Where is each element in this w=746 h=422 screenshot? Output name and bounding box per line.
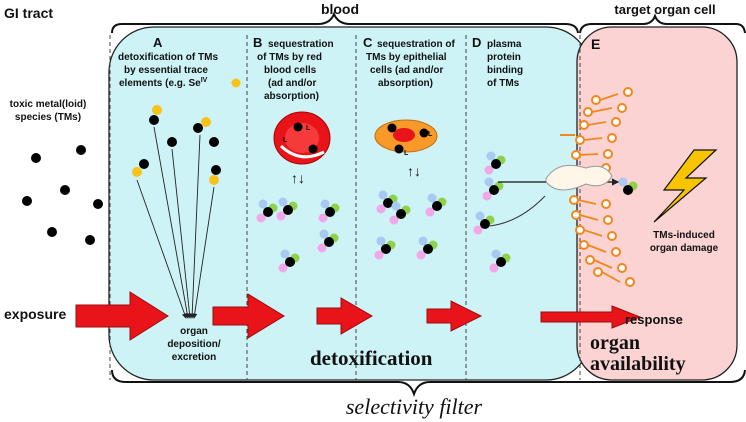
section-c-line4: absorption) — [378, 78, 433, 89]
svg-text:L: L — [404, 150, 409, 157]
section-c-line3: cells (ad and/or — [370, 65, 443, 76]
lightning-bolt-icon — [653, 149, 718, 223]
epithelial-exchange-arrows: ↑↓ — [407, 163, 421, 179]
selectivity-filter-label: selectivity filter — [346, 394, 483, 419]
section-a-line2: by essential trace — [124, 65, 208, 76]
se-symbol — [231, 78, 241, 88]
toxic-species-label-2: species (TMs) — [15, 112, 81, 123]
section-d-line1: plasma — [487, 39, 522, 50]
epithelial-cell — [374, 119, 438, 154]
section-c-line2: TMs by epithelial — [366, 52, 447, 63]
svg-text:L: L — [283, 137, 288, 144]
section-b-line1: sequestration — [268, 39, 334, 50]
section-b-line2: of TMs by red — [257, 52, 322, 63]
membrane-tails — [577, 93, 621, 283]
target-organ-compartment — [576, 26, 738, 381]
selectivity-brace — [111, 369, 746, 398]
damage-line1: TMs-induced — [653, 230, 715, 241]
section-d-line2: protein — [487, 52, 521, 63]
organ-availability-line1: organ — [590, 332, 640, 354]
section-d-line3: binding — [487, 65, 523, 76]
section-a-line1: detoxification of TMs — [118, 52, 218, 63]
response-label: response — [625, 312, 683, 327]
section-b-line5: absorption) — [264, 91, 319, 102]
target-organ-cell-label: target organ cell — [614, 2, 715, 17]
section-a-letter: A — [153, 35, 163, 50]
rbc-exchange-arrows: ↑↓ — [291, 170, 305, 186]
section-a-line3: elements (e.g. SeIV — [119, 77, 208, 89]
detoxification-label: detoxification — [310, 346, 433, 370]
damage-line2: organ damage — [650, 243, 719, 254]
toxic-species-label-1: toxic metal(loid) — [10, 99, 87, 110]
section-d-letter: D — [472, 35, 481, 50]
blood-brace — [111, 11, 579, 34]
flow-arrows — [75, 291, 642, 341]
organ-deposition-line2: deposition/ — [167, 339, 221, 350]
section-c-letter: C — [363, 35, 373, 50]
plasma-transfer-curve — [489, 195, 546, 227]
section-b-line3: blood cells — [264, 65, 317, 76]
gi-tract-label: GI tract — [4, 5, 53, 21]
section-c-line1: sequestration of — [377, 39, 455, 50]
section-b-letter: B — [253, 35, 262, 50]
svg-text:L: L — [306, 125, 311, 132]
organ-deposition-line1: organ — [180, 326, 208, 337]
section-e-letter: E — [591, 36, 600, 52]
exposure-label: exposure — [4, 306, 66, 322]
organ-brace — [579, 13, 746, 34]
organ-availability-line2: availability — [590, 353, 686, 375]
deposition-arrows — [136, 126, 215, 319]
section-d-line4: of TMs — [487, 78, 520, 89]
blood-label: blood — [321, 1, 359, 17]
section-b-line4: (ad and/or — [268, 78, 316, 89]
red-blood-cell — [273, 111, 331, 165]
toxic-metal-dots — [22, 145, 103, 245]
complex-clusters — [256, 151, 638, 273]
svg-text:L: L — [428, 131, 433, 138]
se-tm-complexes — [132, 105, 221, 185]
organ-deposition-line3: excretion — [172, 352, 216, 363]
membrane-channel — [545, 164, 613, 191]
ligand-labels: L L L L — [283, 125, 433, 157]
